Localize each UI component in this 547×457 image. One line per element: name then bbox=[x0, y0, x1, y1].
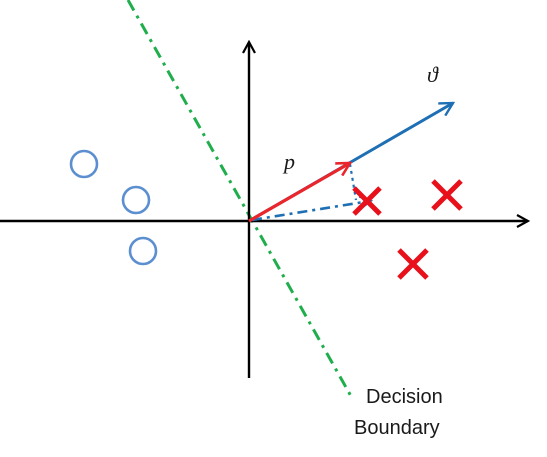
decision-boundary-line bbox=[126, 0, 354, 399]
decision-boundary-label-line2: Boundary bbox=[354, 417, 440, 439]
decision-boundary-label-line1: Decision bbox=[366, 386, 443, 408]
projection-drop-line bbox=[348, 163, 358, 201]
theta-label: ϑ bbox=[427, 62, 439, 87]
circle-icon bbox=[69, 149, 99, 179]
circle-icon bbox=[128, 236, 158, 266]
cross-icon bbox=[352, 186, 382, 216]
cross-icon bbox=[397, 248, 429, 280]
p-vector bbox=[248, 161, 350, 223]
p-label: p bbox=[282, 149, 295, 174]
circle-icon bbox=[121, 185, 151, 215]
cross-icon bbox=[431, 179, 463, 211]
positive-class-markers bbox=[352, 179, 463, 280]
negative-class-markers bbox=[69, 149, 158, 266]
projection-line bbox=[251, 201, 370, 222]
